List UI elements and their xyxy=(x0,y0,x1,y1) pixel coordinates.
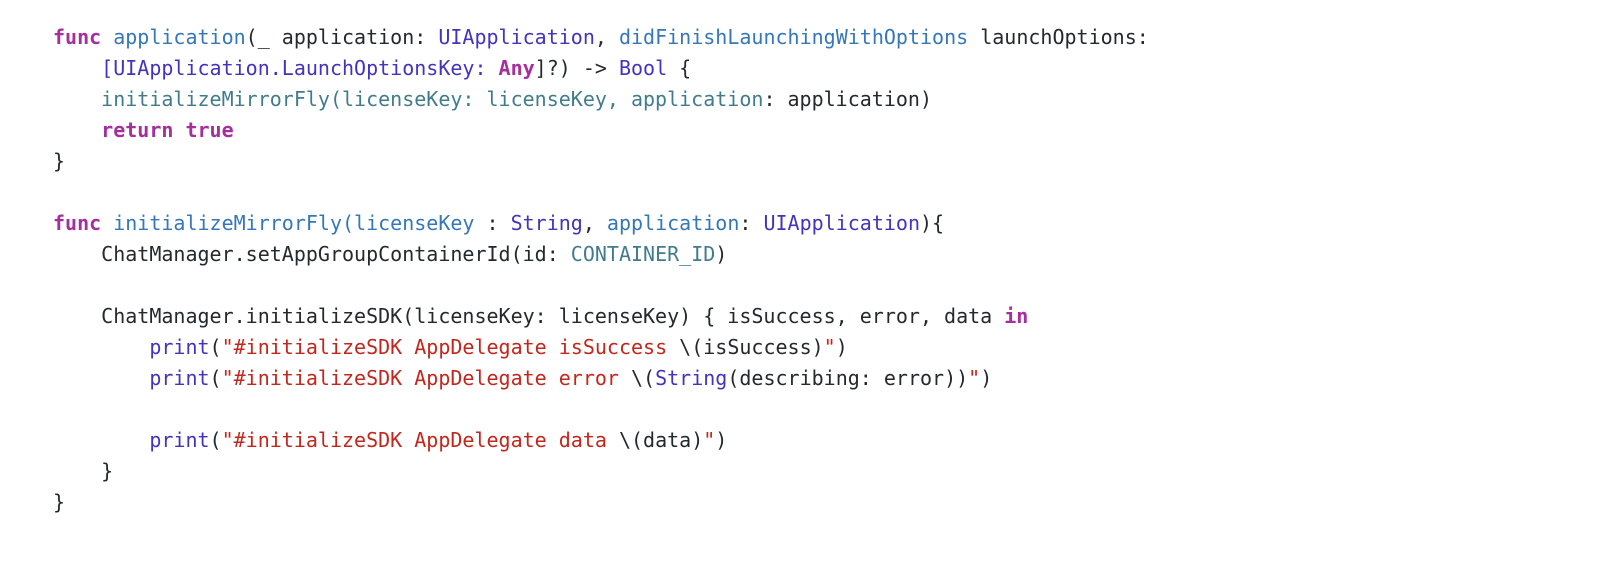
code-token: print xyxy=(149,335,210,359)
code-token: [UIApplication.LaunchOptionsKey: xyxy=(101,56,499,80)
code-line: [UIApplication.LaunchOptionsKey: Any]?) … xyxy=(53,53,1602,84)
code-token: : application) xyxy=(763,87,933,111)
code-token: "#initializeSDK AppDelegate isSuccess xyxy=(221,335,680,359)
code-line: return true xyxy=(53,115,1602,146)
code-token: CONTAINER_ID xyxy=(570,242,716,266)
code-token: initializeMirrorFly(licenseKey: licenseK… xyxy=(101,87,764,111)
code-token: "#initializeSDK AppDelegate data xyxy=(221,428,619,452)
code-token: Bool xyxy=(618,56,668,80)
code-token: ]?) -> xyxy=(534,56,619,80)
code-line: func initializeMirrorFly(licenseKey : St… xyxy=(53,208,1602,239)
code-token: UIApplication xyxy=(763,211,921,235)
code-token: String xyxy=(655,366,728,390)
code-token: : xyxy=(474,211,511,235)
code-line: func application(_ application: UIApplic… xyxy=(53,22,1602,53)
code-token: ( xyxy=(209,366,222,390)
code-line: ChatManager.initializeSDK(licenseKey: li… xyxy=(53,301,1602,332)
code-token: (_ application: xyxy=(245,25,439,49)
code-token: Any xyxy=(498,56,535,80)
code-token: application xyxy=(606,211,740,235)
code-token: ){ xyxy=(920,211,945,235)
code-line xyxy=(53,270,1602,301)
code-token: " xyxy=(968,366,981,390)
code-line: } xyxy=(53,487,1602,518)
code-token: \(data) xyxy=(618,428,704,452)
code-token: ) xyxy=(835,335,848,359)
code-token: didFinishLaunchingWithOptions xyxy=(618,25,969,49)
code-token xyxy=(101,25,113,49)
code-token: String xyxy=(510,211,583,235)
code-token: print xyxy=(149,428,210,452)
code-token: } xyxy=(53,490,66,514)
code-token xyxy=(173,118,185,142)
code-token: ( xyxy=(209,428,222,452)
code-token: print xyxy=(149,366,210,390)
code-token: } xyxy=(101,459,114,483)
code-line: print("#initializeSDK AppDelegate isSucc… xyxy=(53,332,1602,363)
code-token: ChatManager.initializeSDK(licenseKey: li… xyxy=(101,304,1005,328)
code-token: "#initializeSDK AppDelegate error xyxy=(221,366,631,390)
code-token: func xyxy=(53,25,102,49)
code-token xyxy=(101,211,113,235)
code-line: } xyxy=(53,456,1602,487)
code-token: UIApplication xyxy=(438,25,595,49)
code-token: return xyxy=(101,118,174,142)
code-token: , xyxy=(594,25,619,49)
code-token: application xyxy=(113,25,246,49)
code-token: ) xyxy=(715,428,728,452)
code-line: } xyxy=(53,146,1602,177)
code-token: \( xyxy=(631,366,656,390)
code-token: (describing: error)) xyxy=(727,366,969,390)
code-token: " xyxy=(823,335,836,359)
code-token: true xyxy=(185,118,234,142)
code-token: \(isSuccess) xyxy=(679,335,824,359)
code-line xyxy=(53,177,1602,208)
code-token: " xyxy=(703,428,716,452)
code-token: ) xyxy=(980,366,993,390)
code-token: , xyxy=(582,211,607,235)
code-token: ( xyxy=(209,335,222,359)
code-line: print("#initializeSDK AppDelegate data \… xyxy=(53,425,1602,456)
code-token: in xyxy=(1004,304,1029,328)
code-token: ChatManager.setAppGroupContainerId(id: xyxy=(101,242,571,266)
code-token: ) xyxy=(715,242,728,266)
code-line: ChatManager.setAppGroupContainerId(id: C… xyxy=(53,239,1602,270)
code-token: launchOptions: xyxy=(968,25,1149,49)
code-token: initializeMirrorFly(licenseKey xyxy=(113,211,475,235)
code-token: { xyxy=(667,56,692,80)
code-line: initializeMirrorFly(licenseKey: licenseK… xyxy=(53,84,1602,115)
code-block: func application(_ application: UIApplic… xyxy=(53,22,1602,518)
code-token: } xyxy=(53,149,66,173)
code-token: : xyxy=(739,211,764,235)
code-line: print("#initializeSDK AppDelegate error … xyxy=(53,363,1602,394)
code-line xyxy=(53,394,1602,425)
code-token: func xyxy=(53,211,102,235)
